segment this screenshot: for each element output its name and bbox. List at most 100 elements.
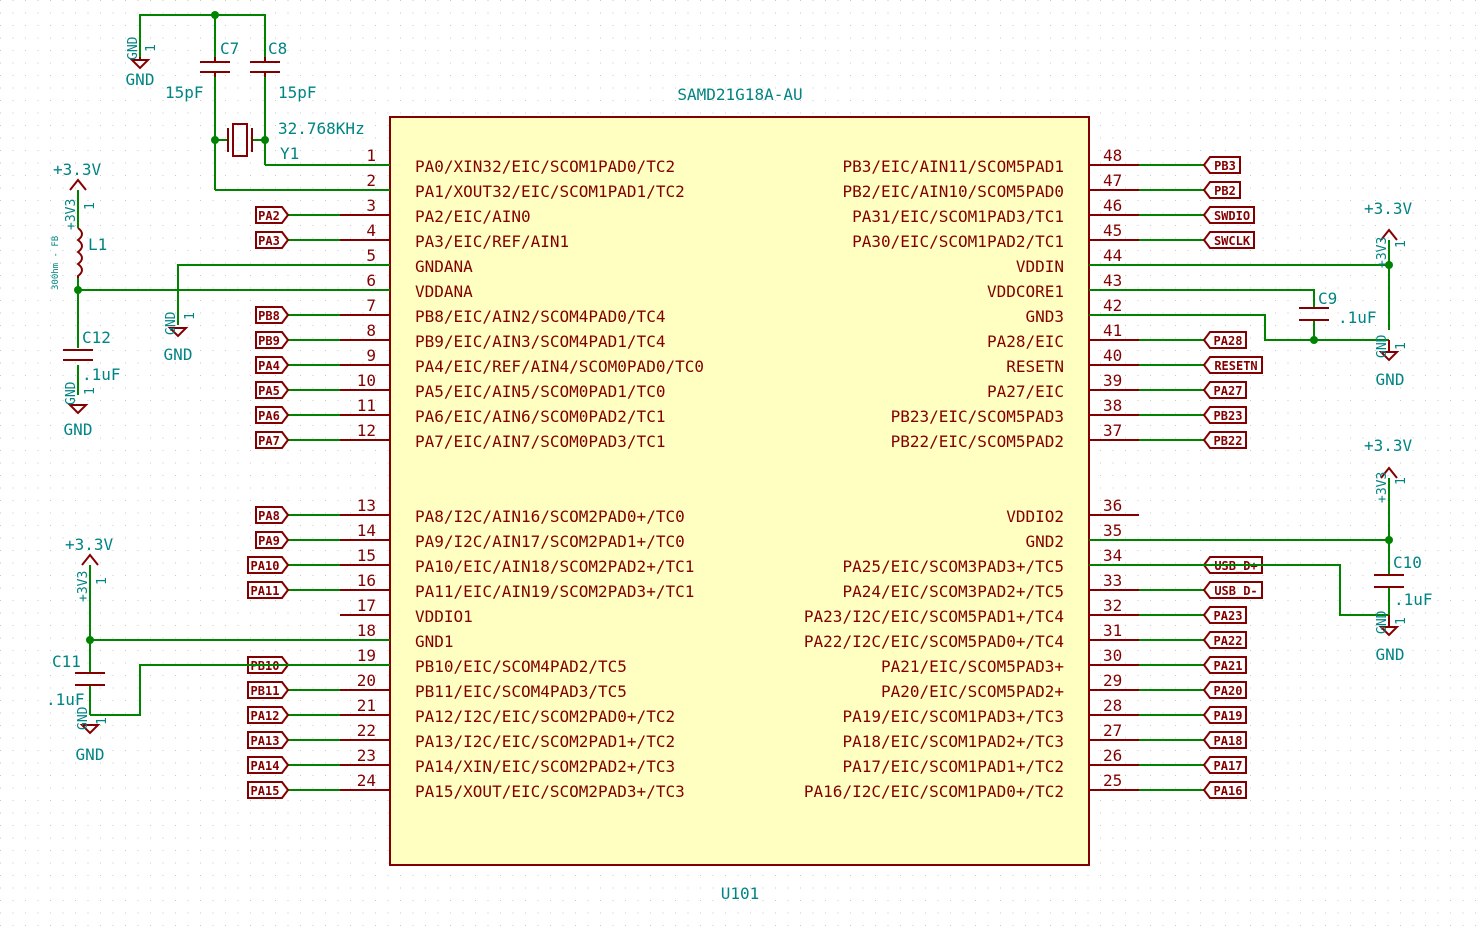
net-label-pa3[interactable]: PA3 [255,231,290,249]
net-label-pa11[interactable]: PA11 [247,581,290,599]
net-label-text: PA23 [1214,609,1243,623]
net-label-pa10[interactable]: PA10 [247,556,290,574]
net-label-text: PA11 [251,584,280,598]
capacitor-c10[interactable]: C10 .1uF [1374,553,1433,609]
net-label-pa16[interactable]: PA16 [1202,781,1247,799]
net-label-pa17[interactable]: PA17 [1202,756,1247,774]
net-label-text: PA6 [258,409,280,423]
net-label-pa7[interactable]: PA7 [255,431,290,449]
net-label-pa19[interactable]: PA19 [1202,706,1247,724]
net-label-swdio[interactable]: SWDIO [1202,206,1255,224]
inductor-l1[interactable]: L1 300hm - FB [51,227,107,290]
c8-ref: C8 [268,39,287,58]
net-label-pa23[interactable]: PA23 [1202,606,1247,624]
net-label-pa4[interactable]: PA4 [255,356,290,374]
gnd-pin-number: 1 [95,717,110,725]
net-label-pa9[interactable]: PA9 [255,531,290,549]
net-label-pa20[interactable]: PA20 [1202,681,1247,699]
net-label-pb8[interactable]: PB8 [255,306,290,324]
net-label-swclk[interactable]: SWCLK [1202,231,1255,249]
crystal-y1[interactable]: 32.768KHz Y1 [227,119,365,163]
net-label-flag [1202,781,1247,799]
capacitor-c7[interactable]: C7 15pF [165,39,239,102]
net-label-pb23[interactable]: PB23 [1202,406,1247,424]
capacitor-c11[interactable]: C11 .1uF [46,652,105,709]
vddio1-wires [89,565,390,716]
net-label-pa18[interactable]: PA18 [1202,731,1247,749]
net-label-text: PA7 [258,434,280,448]
net-label-pa5[interactable]: PA5 [255,381,290,399]
capacitor-c12[interactable]: C12 .1uF [63,328,121,384]
net-label-resetn[interactable]: RESETN [1202,356,1263,374]
net-label-pa8[interactable]: PA8 [255,506,290,524]
net-label-pa2[interactable]: PA2 [255,206,290,224]
net-label-flag [1202,606,1247,624]
net-label-pa22[interactable]: PA22 [1202,631,1247,649]
net-label-pa14[interactable]: PA14 [247,756,290,774]
net-label-pb9[interactable]: PB9 [255,331,290,349]
net-label-pb22[interactable]: PB22 [1202,431,1247,449]
pin-number: 31 [1103,621,1122,640]
net-label-pa15[interactable]: PA15 [247,781,290,799]
ic-body[interactable] [389,116,1090,866]
net-label-pb2[interactable]: PB2 [1202,181,1241,199]
vcc-label: +3.3V [1364,199,1413,218]
net-label-flag [1202,156,1241,174]
net-label-pa12[interactable]: PA12 [247,706,290,724]
net-label-pb11[interactable]: PB11 [247,681,290,699]
net-label-pa27[interactable]: PA27 [1202,381,1247,399]
net-label-pa28[interactable]: PA28 [1202,331,1247,349]
gnd-label: GND [164,345,193,364]
pin-number: 42 [1103,296,1122,315]
capacitor-c8[interactable]: C8 15pF [250,39,317,102]
pin-name: PA16/I2C/EIC/SCOM1PAD0+/TC2 [804,782,1064,801]
net-label-usb-d[interactable]: USB_D- [1202,581,1263,599]
net-label-pa6[interactable]: PA6 [255,406,290,424]
capacitor-c9[interactable]: C9 .1uF [1299,289,1377,327]
c7-value: 15pF [165,83,204,102]
gnd-symbol-c10: GND 1 GND [1375,610,1409,664]
net-label-pa13[interactable]: PA13 [247,731,290,749]
net-label-text: PA4 [258,359,280,373]
net-label-pb3[interactable]: PB3 [1202,156,1241,174]
net-label-pa21[interactable]: PA21 [1202,656,1247,674]
